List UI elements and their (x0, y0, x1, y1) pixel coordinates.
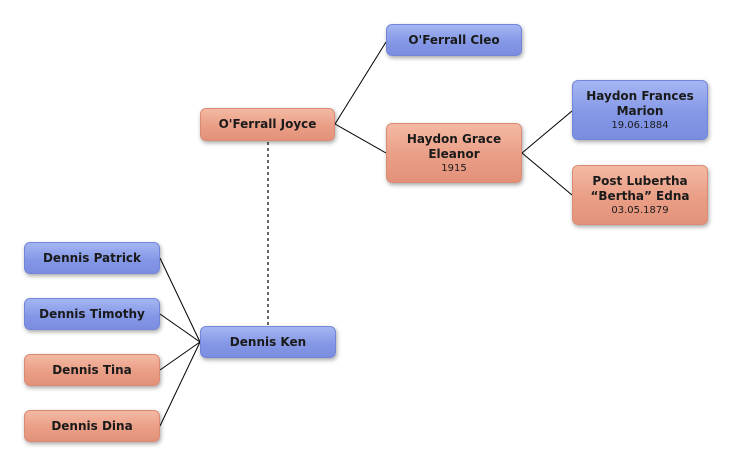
person-name-line1: Post Lubertha (592, 173, 688, 188)
person-date: 19.06.1884 (611, 119, 669, 131)
person-name: Dennis Tina (52, 362, 132, 377)
person-name-line2: Marion (616, 103, 664, 118)
person-node-hfrances[interactable]: Haydon Frances Marion 19.06.1884 (572, 80, 708, 140)
edge-grace-frances (521, 110, 573, 154)
person-node-ojoyce[interactable]: O'Ferrall Joyce (200, 108, 335, 141)
person-name: Dennis Dina (51, 418, 133, 433)
person-node-ddina[interactable]: Dennis Dina (24, 410, 160, 442)
person-name-line1: Haydon Frances (586, 88, 694, 103)
person-date: 03.05.1879 (611, 204, 669, 216)
edge-ken-tina (159, 341, 201, 371)
person-node-dtina[interactable]: Dennis Tina (24, 354, 160, 386)
edge-joyce-grace (334, 123, 387, 154)
person-name-line2: “Bertha” Edna (590, 188, 690, 203)
edge-grace-lubertha (521, 152, 573, 196)
person-date: 1915 (441, 162, 467, 174)
person-name: Dennis Patrick (42, 250, 142, 265)
person-name-line1: Haydon Grace (406, 131, 502, 146)
person-name: Dennis Timothy (39, 306, 145, 321)
person-name: Dennis Ken (229, 334, 307, 349)
person-node-dken[interactable]: Dennis Ken (200, 326, 336, 358)
person-node-dpatrick[interactable]: Dennis Patrick (24, 242, 160, 274)
person-name-line2: Eleanor (428, 146, 480, 161)
person-node-plubertha[interactable]: Post Lubertha “Bertha” Edna 03.05.1879 (572, 165, 708, 225)
person-name: O'Ferrall Joyce (218, 117, 317, 131)
person-node-dtimothy[interactable]: Dennis Timothy (24, 298, 160, 330)
person-name: O'Ferrall Cleo (408, 32, 500, 47)
edge-joyce-cleo (334, 41, 387, 125)
person-node-hgrace[interactable]: Haydon Grace Eleanor 1915 (386, 123, 522, 183)
edge-ken-timothy (159, 313, 201, 343)
person-node-ocleo[interactable]: O'Ferrall Cleo (386, 24, 522, 56)
edge-ken-patrick (159, 257, 201, 343)
edge-ken-dina (159, 341, 201, 427)
